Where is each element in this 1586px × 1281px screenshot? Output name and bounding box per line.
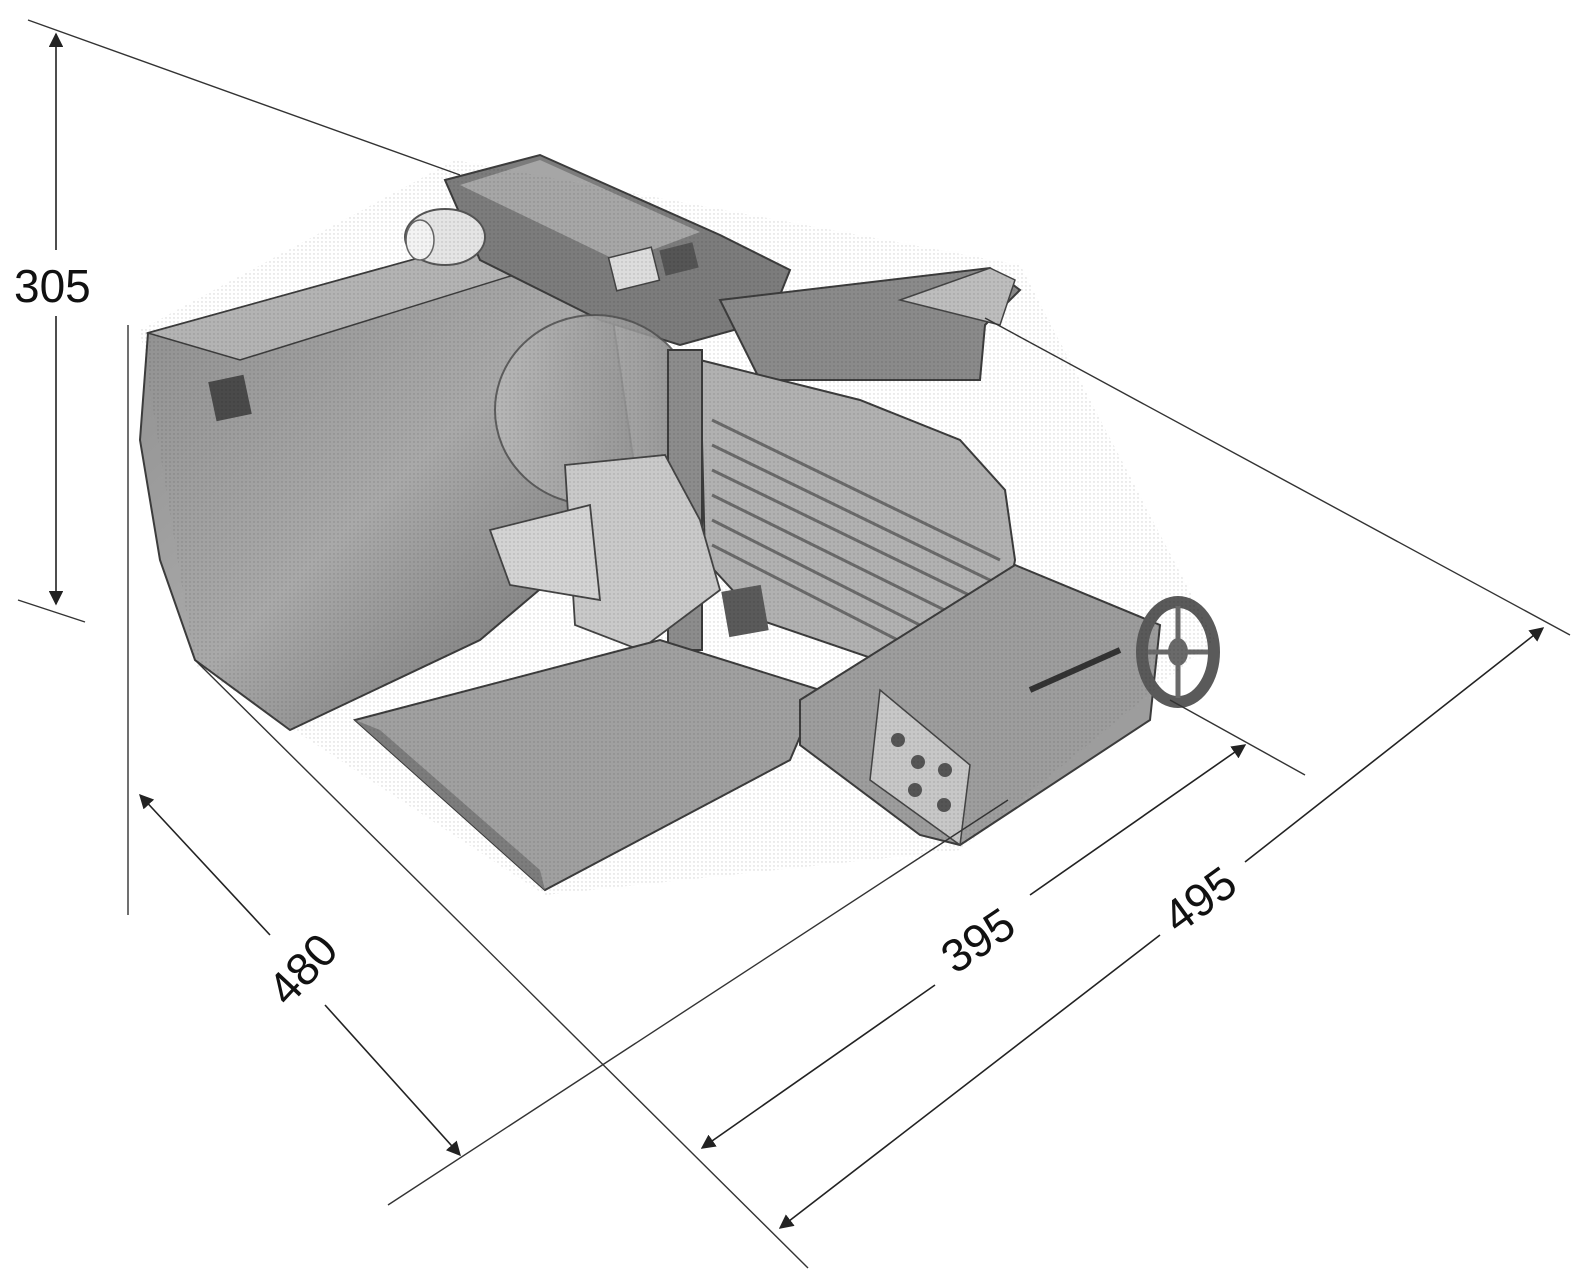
height-label: 305 <box>14 260 91 312</box>
overall-width-arrow-upper <box>1244 627 1545 863</box>
depth-arrow-lower <box>324 1004 461 1157</box>
base-width-arrow-lower <box>700 984 936 1149</box>
base-width-label: 395 <box>932 897 1025 983</box>
depth-arrow-upper <box>139 793 271 936</box>
base-width-arrow-upper <box>1029 744 1247 896</box>
height-dimension: 305 <box>14 19 461 623</box>
depth-label: 480 <box>257 923 347 1015</box>
meat-slicer-icon <box>138 153 1220 895</box>
base-width-extension-left <box>387 799 1009 1206</box>
height-extension-top <box>27 19 461 176</box>
depth-extension-right <box>194 659 809 1269</box>
height-extension-bottom <box>17 599 86 623</box>
base-width-extension-right <box>1169 699 1306 776</box>
overall-width-label: 495 <box>1153 856 1246 943</box>
overall-width-arrow-lower <box>778 934 1161 1229</box>
overall-width-extension <box>984 317 1571 636</box>
halftone-overlay <box>140 160 1215 895</box>
